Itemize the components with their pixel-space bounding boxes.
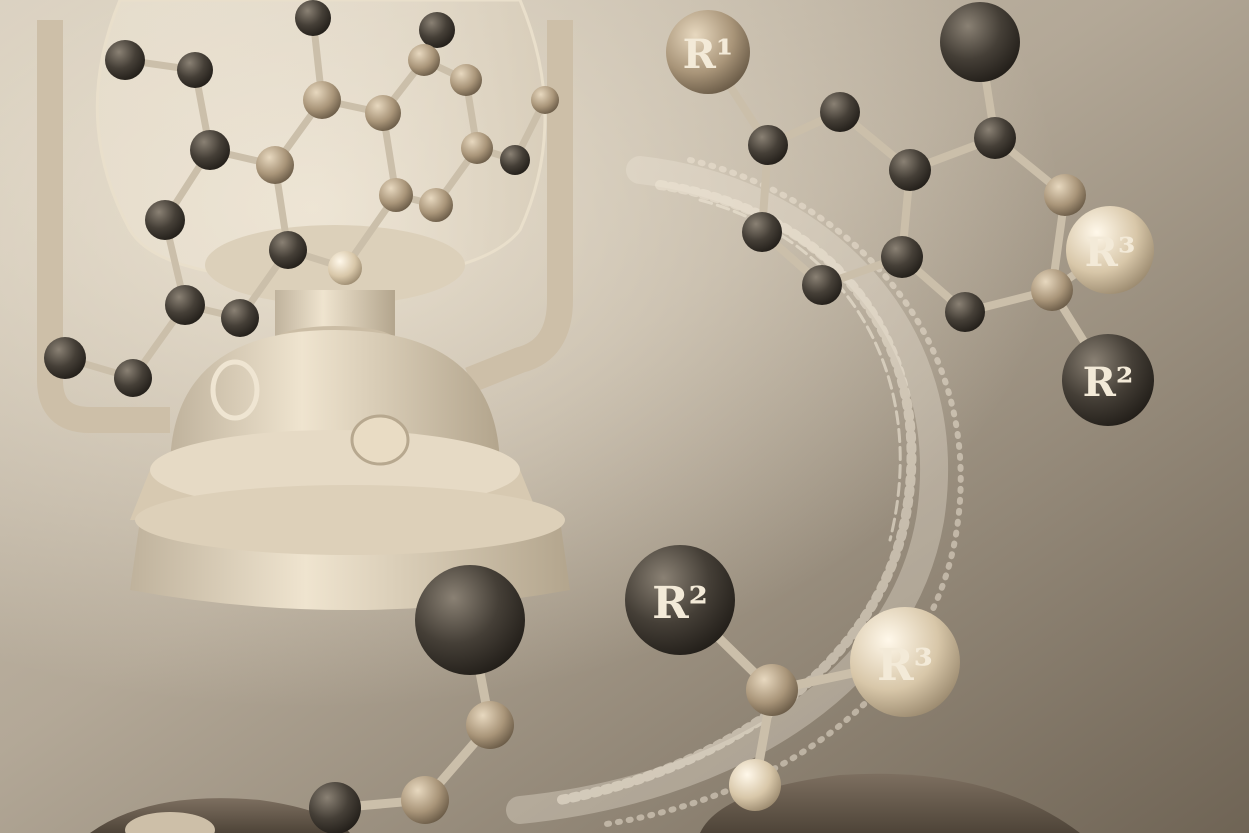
r1-top-label: R¹ [683, 31, 734, 78]
molecule-model-right-atoms: R¹ R³ R² [666, 2, 1154, 426]
substituent-r3-top: R³ [1066, 206, 1154, 294]
r2-bottom-label: R² [652, 578, 708, 629]
substituent-r2-top: R² [1062, 334, 1154, 426]
molecule-model-bottom-atoms: R² R³ [309, 545, 960, 833]
substituent-r3-bottom: R³ [850, 607, 960, 717]
hands [90, 773, 1080, 833]
substituent-r2-bottom: R² [625, 545, 735, 655]
r3-top-label: R³ [1085, 229, 1136, 276]
r3-bottom-label: R³ [877, 640, 933, 691]
substituent-r1-top: R¹ [666, 10, 750, 94]
molecule-model-left-atoms [44, 0, 559, 397]
r2-top-label: R² [1083, 359, 1134, 406]
